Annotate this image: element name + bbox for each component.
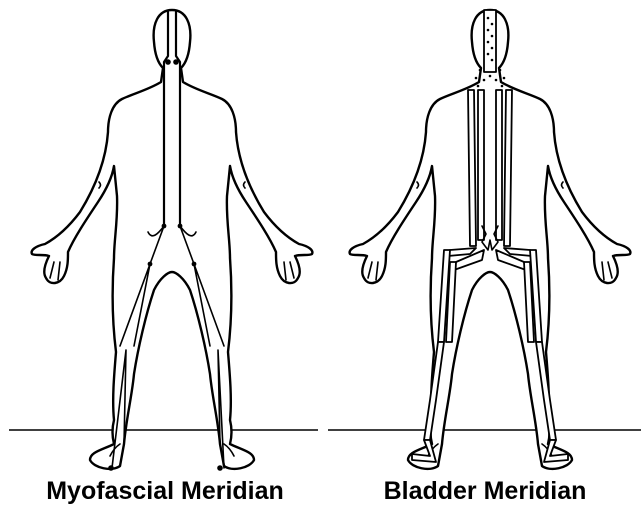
point-heel-left — [108, 465, 114, 471]
point-sacrum-right — [178, 224, 183, 229]
figure-myofascial — [32, 10, 313, 471]
body-outline-left — [32, 10, 313, 469]
point-hip-left — [148, 262, 153, 267]
figure-bladder — [350, 10, 631, 469]
point-neck-right — [173, 59, 179, 65]
caption-bladder-meridian: Bladder Meridian — [384, 476, 587, 506]
point-heel-right — [217, 465, 223, 471]
point-sacrum-left — [162, 224, 167, 229]
point-hip-right — [192, 262, 197, 267]
caption-myofascial-meridian: Myofascial Meridian — [46, 476, 284, 506]
point-neck-left — [165, 59, 171, 65]
